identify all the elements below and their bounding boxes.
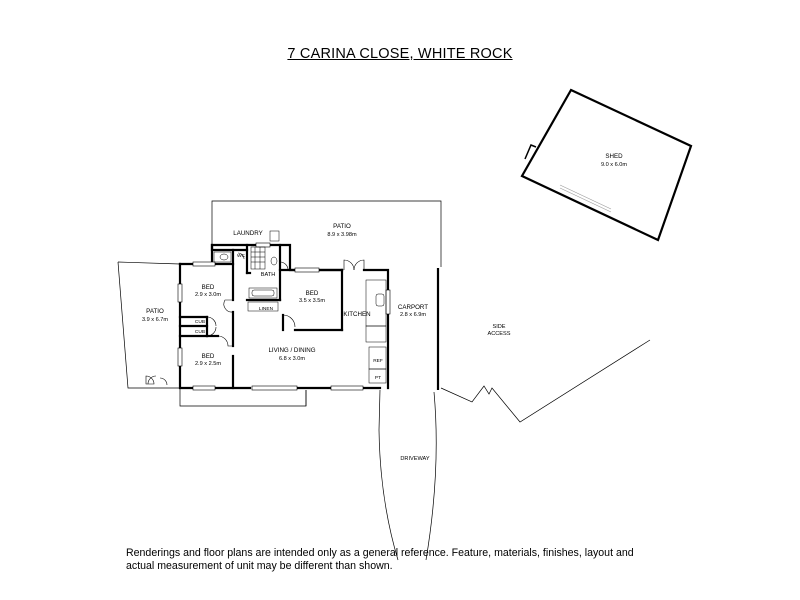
linen-label: LINEN	[259, 306, 274, 312]
side-access-line1: SIDE	[492, 324, 505, 330]
side-patio-arcs	[145, 375, 168, 386]
bath-fixtures	[213, 230, 387, 384]
disclaimer: Renderings and floor plans are intended …	[126, 547, 686, 573]
laundry-label: LAUNDRY	[233, 230, 262, 237]
side-access-line2: ACCESS	[487, 331, 510, 337]
side-patio-label: PATIO	[146, 308, 164, 315]
bed2-size: 3.5 x 3.5m	[299, 298, 325, 304]
shed-size: 9.0 x 6.0m	[601, 162, 627, 168]
living-label: LIVING / DINING	[268, 347, 315, 354]
carport-size: 2.8 x 6.9m	[400, 312, 426, 318]
house-walls	[178, 243, 390, 390]
side-patio-size: 3.9 x 6.7m	[142, 317, 168, 323]
bed1-size: 2.9 x 3.0m	[195, 292, 221, 298]
wc-label: WC	[237, 253, 246, 259]
disclaimer-line-2: actual measurement of unit may be differ…	[126, 560, 393, 572]
ref-label: REF	[373, 358, 383, 364]
site-boundary	[117, 200, 651, 561]
rear-patio-label: PATIO	[333, 223, 351, 230]
plan-title: 7 CARINA CLOSE, WHITE ROCK	[287, 46, 513, 62]
shed-label: SHED	[605, 153, 623, 160]
bed2-label: BED	[306, 290, 319, 297]
kitchen-label: KITCHEN	[343, 311, 370, 318]
bath-label: BATH	[261, 272, 276, 278]
room-labels: PATIO 8.9 x 3.98m LAUNDRY WC BATH LINEN …	[142, 223, 511, 462]
bed3-size: 2.9 x 2.5m	[195, 361, 221, 367]
rear-patio-size: 8.9 x 3.98m	[327, 232, 357, 238]
cub2-label: CUB	[195, 329, 205, 335]
living-size: 6.8 x 3.0m	[279, 356, 305, 362]
door-swings	[206, 252, 365, 347]
pt-label: PT	[375, 375, 381, 381]
shed: SHED 9.0 x 6.0m	[520, 88, 693, 242]
bed1-label: BED	[202, 284, 215, 291]
disclaimer-line-1: Renderings and floor plans are intended …	[126, 547, 634, 559]
driveway-label: DRIVEWAY	[400, 456, 429, 462]
cub1-label: CUB	[195, 319, 205, 325]
carport-label: CARPORT	[398, 304, 428, 311]
bed3-label: BED	[202, 353, 215, 360]
